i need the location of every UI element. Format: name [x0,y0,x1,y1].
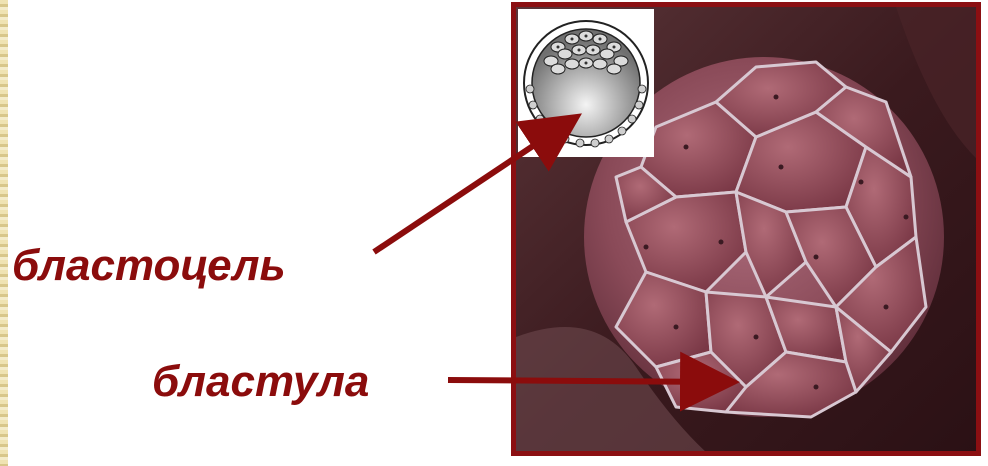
blastocoel-arrow [374,120,572,252]
blastula-arrow [448,380,728,382]
